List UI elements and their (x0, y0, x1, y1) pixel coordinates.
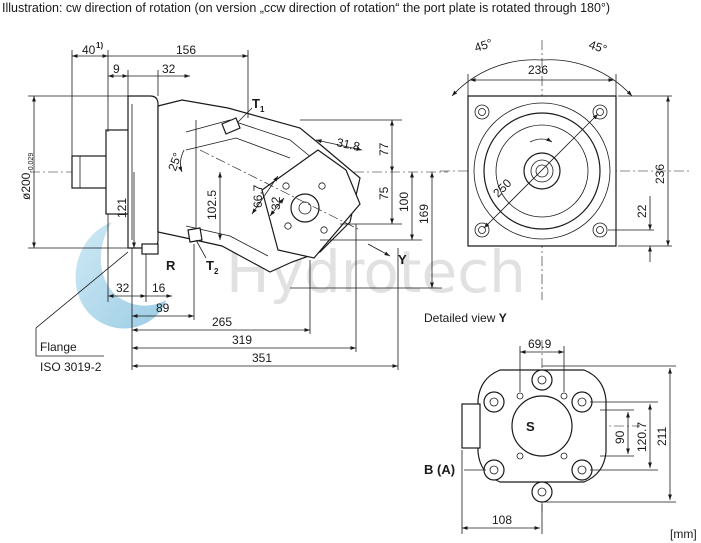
dim-45-right: 45° (587, 38, 609, 57)
detail-view (461, 340, 640, 512)
dim-31-8: 31.8 (335, 135, 361, 154)
detail-view-dimensions: 69.9 120.7 90 211 108 S B (A) (424, 337, 676, 534)
dim-351: 351 (252, 351, 272, 365)
dim-32-top: 32 (162, 62, 176, 76)
dim-120-7: 120.7 (635, 422, 649, 452)
label-t1: T1 (252, 96, 265, 114)
dim-45-left: 45° (473, 36, 495, 55)
dim-100: 100 (397, 192, 411, 212)
dim-319: 319 (232, 333, 252, 347)
dim-40-note: 1) (96, 41, 103, 50)
dim-77: 77 (377, 142, 391, 156)
side-view-dimensions (28, 50, 442, 370)
dim-22: 22 (635, 204, 649, 218)
dim-90: 90 (613, 430, 627, 444)
dim-32-mid: 32 (269, 196, 283, 210)
dim-16: 16 (152, 281, 166, 295)
label-r: R (166, 258, 176, 273)
watermark-logo (75, 222, 166, 329)
label-s: S (526, 419, 535, 434)
label-flange: Flange (40, 340, 77, 354)
dim-102-5: 102.5 (205, 190, 219, 220)
label-b-a: B (A) (424, 462, 455, 477)
dim-89: 89 (156, 301, 170, 315)
detail-view-title: Detailed view Y (424, 311, 507, 325)
dim-169: 169 (417, 204, 431, 224)
dim-265: 265 (212, 315, 232, 329)
dim-dia-200: ø200-0.029 (19, 153, 35, 200)
label-iso: ISO 3019-2 (40, 360, 102, 374)
dim-25-deg: 25° (165, 151, 184, 173)
units-label: [mm] (670, 527, 697, 541)
dim-9: 9 (113, 62, 120, 76)
figure-caption: Illustration: cw direction of rotation (… (2, 1, 611, 15)
label-y: Y (398, 252, 407, 267)
dim-156: 156 (176, 43, 196, 57)
side-view-labels: 40 1) 156 9 32 T1 31.8 77 25° 102.5 121 … (19, 41, 431, 374)
label-t2: T2 (206, 258, 219, 276)
dim-211: 211 (655, 427, 669, 446)
dim-75: 75 (377, 186, 391, 200)
dim-69-9: 69.9 (528, 337, 552, 351)
dim-121: 121 (115, 198, 129, 218)
dim-32-low: 32 (116, 281, 130, 295)
dim-66-7: 66.7 (251, 184, 265, 208)
dim-236-top: 236 (528, 63, 548, 77)
dim-40: 40 (82, 43, 96, 57)
dim-236-right: 236 (653, 164, 667, 184)
dim-108: 108 (492, 513, 512, 527)
